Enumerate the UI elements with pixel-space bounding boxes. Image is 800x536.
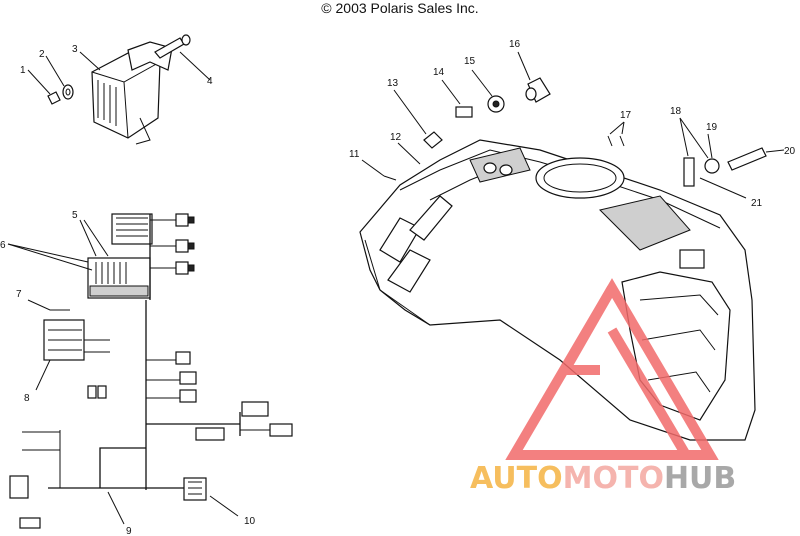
- callout-10: 10: [244, 516, 256, 527]
- callout-18: 18: [670, 106, 682, 117]
- callout-16: 16: [509, 39, 521, 50]
- module-assembly: [27, 34, 211, 145]
- callout-17: 17: [620, 110, 632, 121]
- callout-labels: 1 2 3 4 5 6 7 8 9 10 11 12 13 14 15 16 1…: [0, 39, 796, 536]
- callout-11: 11: [349, 149, 360, 160]
- callout-19: 19: [706, 122, 718, 133]
- callout-4: 4: [207, 76, 213, 87]
- callout-14: 14: [433, 67, 445, 78]
- callout-21: 21: [751, 198, 763, 209]
- wiring-harness: [7, 213, 293, 529]
- copyright-notice: © 2003 Polaris Sales Inc.: [321, 0, 479, 16]
- callout-2: 2: [39, 49, 45, 60]
- callout-1: 1: [20, 65, 26, 76]
- callout-20: 20: [784, 146, 796, 157]
- watermark-text-hub: HUB: [664, 461, 736, 496]
- svg-text:AUTOMOTOHUB: AUTOMOTOHUB: [470, 461, 736, 496]
- callout-3: 3: [72, 44, 78, 55]
- callout-15: 15: [464, 56, 476, 67]
- callout-9: 9: [126, 526, 132, 536]
- watermark-text-moto: MOTO: [563, 461, 664, 496]
- watermark-text-auto: AUTO: [470, 461, 563, 496]
- callout-5: 5: [72, 210, 78, 221]
- callout-8: 8: [24, 393, 30, 404]
- dash-panel: [359, 51, 785, 441]
- watermark-triangle-icon: [505, 278, 719, 460]
- callout-13: 13: [387, 78, 399, 89]
- callout-7: 7: [16, 289, 22, 300]
- callout-12: 12: [390, 132, 402, 143]
- watermark: AUTOMOTOHUB: [470, 278, 736, 496]
- callout-6: 6: [0, 240, 6, 251]
